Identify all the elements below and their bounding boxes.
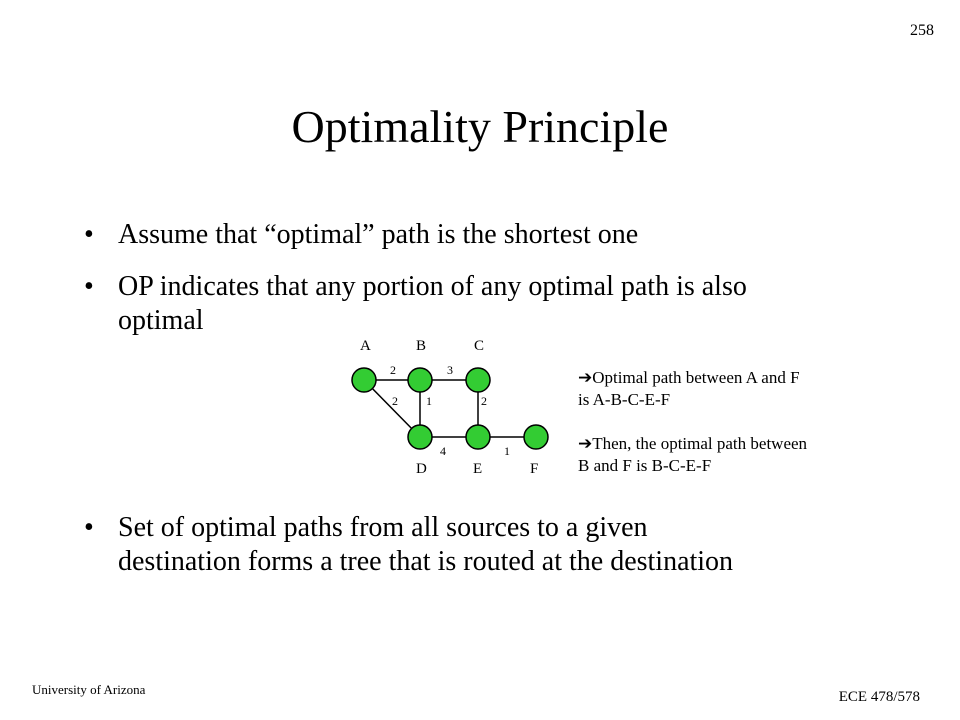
node-f xyxy=(523,424,549,450)
note-optimal-path-a-f: ➔Optimal path between A and F is A-B-C-E… xyxy=(578,367,800,410)
bullet-dot: • xyxy=(84,219,94,250)
node-label-b: B xyxy=(416,338,426,354)
slide-title: Optimality Principle xyxy=(291,101,669,152)
footer-course: ECE 478/578 xyxy=(838,689,920,705)
bullet-text: Set of optimal paths from all sources to… xyxy=(118,511,918,579)
note-text-line: B and F is B-C-E-F xyxy=(578,456,712,475)
node-e xyxy=(465,424,491,450)
edge-weight-b-c: 3 xyxy=(447,363,453,377)
node-a xyxy=(351,367,377,393)
note-text-line: Optimal path between A and F xyxy=(592,368,800,387)
bullet-dot: • xyxy=(84,271,94,302)
node-label-c: C xyxy=(474,338,484,354)
node-c xyxy=(465,367,491,393)
arrow-icon: ➔ xyxy=(578,434,593,454)
node-label-a: A xyxy=(360,338,371,354)
edge-weight-e-f: 1 xyxy=(504,444,510,458)
bullet-text-line: OP indicates that any portion of any opt… xyxy=(118,271,747,302)
node-d xyxy=(407,424,433,450)
bullet-dot: • xyxy=(84,512,94,543)
bullet-text-line: Set of optimal paths from all sources to… xyxy=(118,512,648,543)
bullet-text: OP indicates that any portion of any opt… xyxy=(118,270,918,338)
bullet-text-line: destination forms a tree that is routed … xyxy=(118,546,734,577)
node-label-d: D xyxy=(416,461,427,477)
footer-university: University of Arizona xyxy=(32,682,146,697)
edge-weight-c-e: 2 xyxy=(481,394,487,408)
note-optimal-path-b-f: ➔Then, the optimal path between B and F … xyxy=(578,433,807,476)
node-b xyxy=(407,367,433,393)
page-number: 258 xyxy=(910,22,934,39)
node-label-e: E xyxy=(473,461,482,477)
note-text-line: is A-B-C-E-F xyxy=(578,390,671,409)
bullet-text-line: optimal xyxy=(118,305,204,336)
note-text-line: Then, the optimal path between xyxy=(592,434,808,453)
network-graph: A B C D E F 2 3 2 1 2 4 1 xyxy=(351,338,549,477)
arrow-icon: ➔ xyxy=(578,368,593,388)
edge-weight-b-d: 1 xyxy=(426,394,432,408)
edge-weight-a-b: 2 xyxy=(390,363,396,377)
edge-weight-d-e: 4 xyxy=(440,444,446,458)
edge-a-d xyxy=(363,379,421,438)
edge-weight-a-d: 2 xyxy=(392,394,398,408)
node-label-f: F xyxy=(530,461,538,477)
bullet-text: Assume that “optimal” path is the shorte… xyxy=(118,219,639,250)
